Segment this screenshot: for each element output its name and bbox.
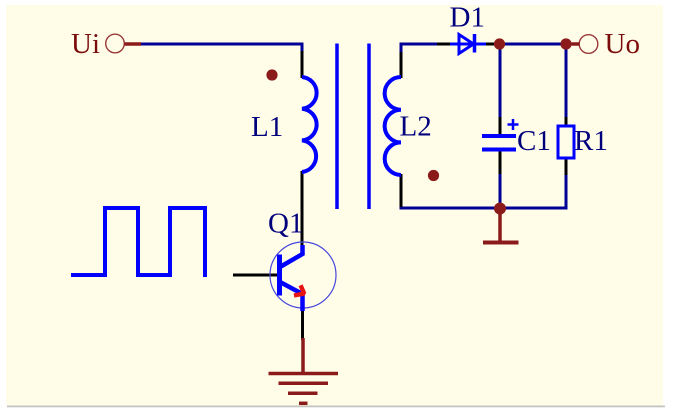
- svg-text:L1: L1: [251, 111, 283, 143]
- svg-text:L2: L2: [400, 111, 432, 143]
- svg-text:Q1: Q1: [268, 208, 303, 240]
- svg-text:R1: R1: [574, 125, 608, 157]
- svg-text:Ui: Ui: [71, 28, 100, 60]
- svg-text:Uo: Uo: [605, 28, 640, 60]
- svg-text:C1: C1: [517, 125, 551, 157]
- svg-text:D1: D1: [450, 2, 485, 34]
